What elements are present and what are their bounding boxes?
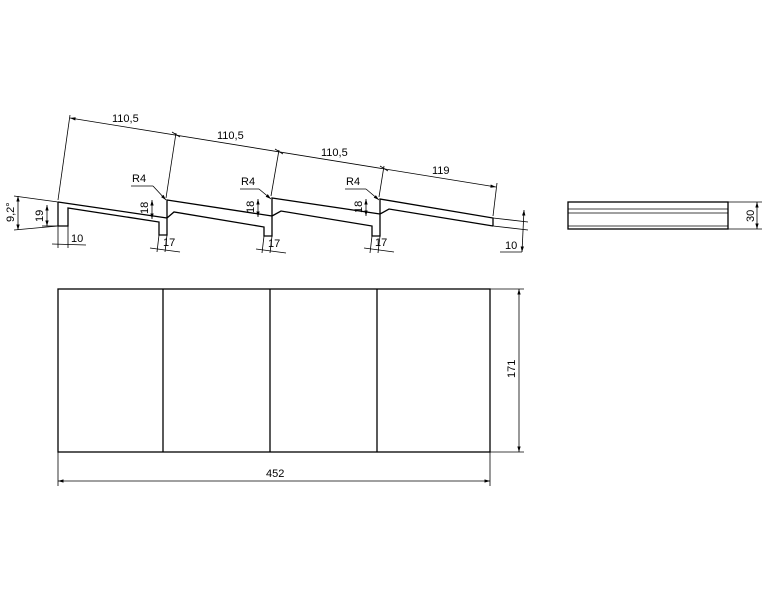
plan-outline [57,288,491,453]
nosing-ext-2b [164,234,168,253]
riser-label-1: 19 [34,210,46,222]
side-view-outline [567,201,729,230]
side-view: 30 [567,201,762,230]
ext-line-3 [270,149,280,197]
angle-label: 9,2° [5,202,17,222]
ext-line-4 [378,165,385,198]
angle-ext-bot [13,225,59,231]
end-thick-dim [520,209,526,253]
nosing-label-1: 10 [71,233,83,245]
end-thick-ext-a [492,217,529,223]
nosing-ext-3a [261,235,265,254]
nosing-label-2: 17 [163,237,175,249]
tick-2 [274,148,284,155]
r4-label-1: R4 [132,173,146,185]
pitch-dim-line [69,117,497,188]
pitch-label-2: 110,5 [217,130,244,142]
plan-view: 171 452 [57,288,524,486]
nosing-label-4: 17 [375,237,387,249]
nosing-dim-4 [363,247,395,253]
pitch-label-3: 110,5 [321,147,348,159]
nosing-dim-3 [255,248,287,254]
profile-view: 110,5 110,5 110,5 119 R4 R4 R4 19 18 18 … [5,113,529,254]
pitch-label-1: 110,5 [112,113,139,125]
nosing-ext-3b [269,235,273,254]
side-height-label: 30 [745,210,757,222]
r4-leader-1b [152,185,167,201]
ext-line-2 [165,132,177,199]
riser-label-2: 18 [139,202,151,214]
tick-1 [171,131,181,138]
ext-line-5 [492,182,498,217]
r4-leader-3b [365,188,380,201]
profile-inner-lines [67,208,373,236]
profile-outline [57,197,494,237]
tick-3 [379,165,389,172]
width-label: 452 [266,468,284,480]
nosing-ext-4a [369,235,373,254]
depth-label: 171 [506,360,518,378]
r4-leader-2b [258,188,272,200]
riser-label-3: 18 [245,201,257,213]
r4-label-3: R4 [346,176,360,188]
last-step-label: 119 [432,165,450,177]
riser-label-4: 18 [353,201,365,213]
nosing-label-3: 17 [268,238,280,250]
r4-label-2: R4 [241,176,255,188]
ext-line-1 [57,114,71,201]
angle-ext-top [13,195,59,203]
nosing-ext-4b [377,235,381,254]
end-thick-label: 10 [505,240,517,252]
nosing-ext-2a [156,234,160,253]
